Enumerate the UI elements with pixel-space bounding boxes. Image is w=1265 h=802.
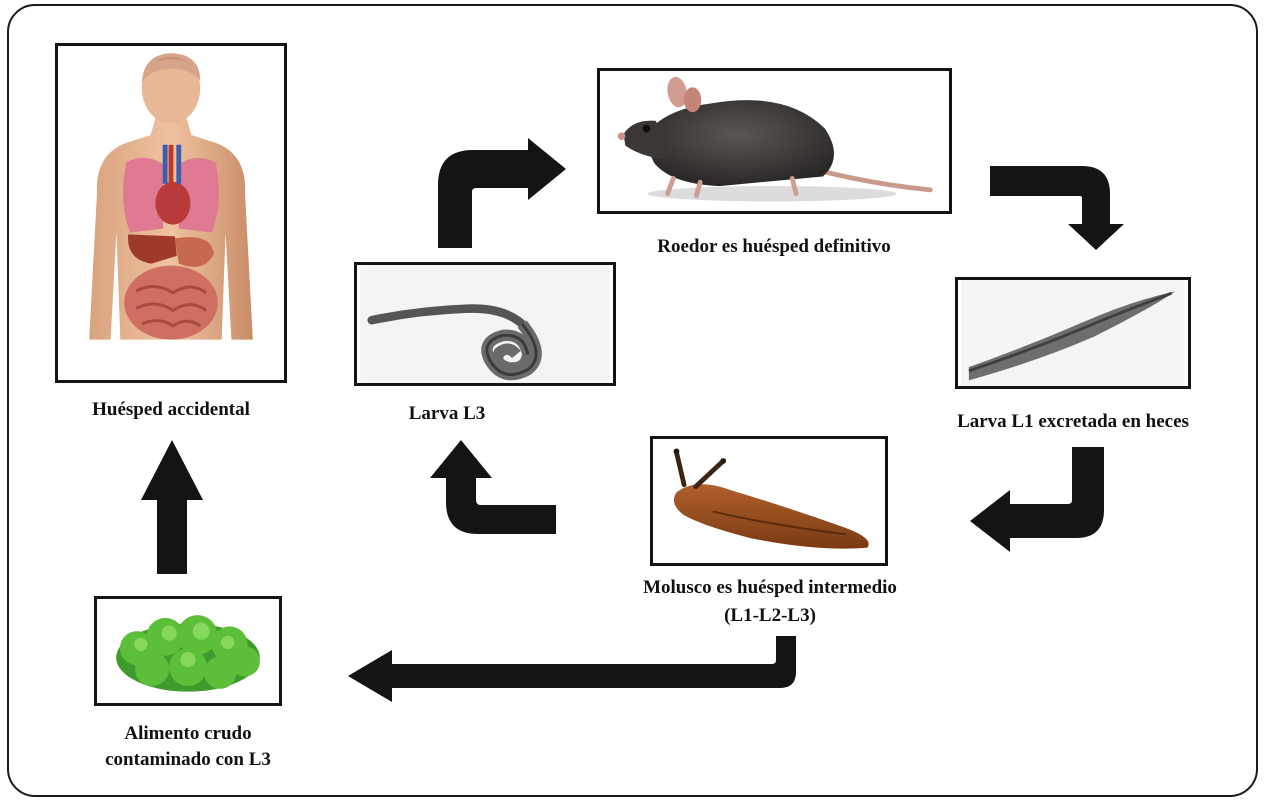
human-label: Huésped accidental [55,398,287,422]
lettuce-image [94,596,282,706]
human-anatomy-image [55,43,287,383]
food-label-line2: contaminado con L3 [58,748,318,772]
slug-image [650,436,888,566]
food-label-line1: Alimento crudo [58,722,318,746]
rat-image [597,68,952,214]
larva-l3-label: Larva L3 [354,402,540,426]
rat-icon [600,71,949,211]
slug-icon [653,439,885,563]
mollusc-label-line1: Molusco es huésped intermedio [590,576,950,600]
larva-l3-image [354,262,616,386]
mollusc-label-line2: (L1-L2-L3) [590,604,950,628]
larva-l1-image [955,277,1191,389]
larva-l1-icon [958,280,1188,386]
human-anatomy-icon [58,46,284,380]
coiled-larva-icon [357,265,613,383]
larva-l1-label: Larva L1 excretada en heces [918,410,1228,434]
rodent-label: Roedor es huésped definitivo [574,235,974,259]
lettuce-icon [97,599,279,703]
